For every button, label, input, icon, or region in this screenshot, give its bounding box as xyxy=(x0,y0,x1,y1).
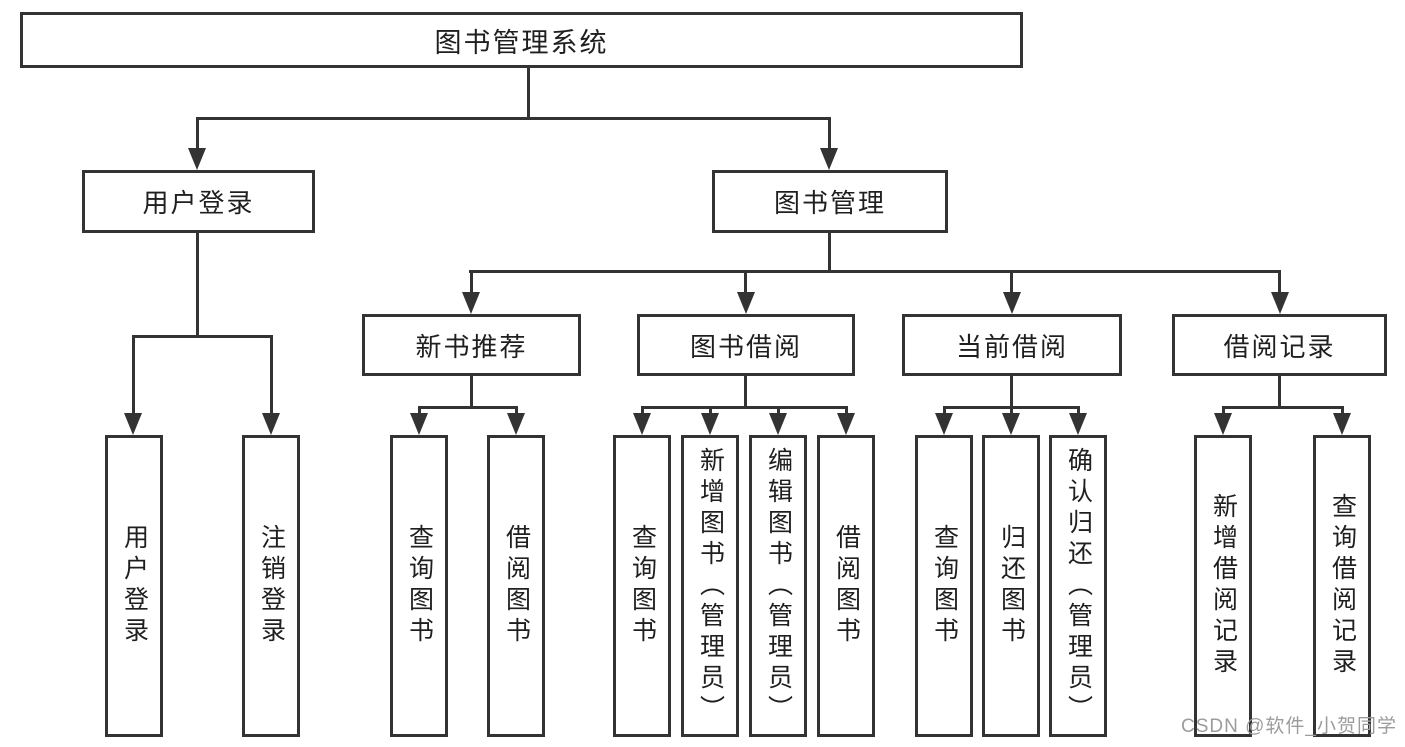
arrow-down-icon xyxy=(1333,413,1351,435)
connector-line xyxy=(1222,406,1225,414)
leaf-user-login: 用户登录 xyxy=(105,435,163,737)
leaf-label: 编辑图书（管理员） xyxy=(764,446,793,726)
leaf-label: 借阅图书 xyxy=(502,524,531,648)
connector-line xyxy=(1010,406,1013,414)
connector-line xyxy=(132,335,135,415)
connector-line xyxy=(1341,406,1344,414)
arrow-down-icon xyxy=(1002,413,1020,435)
leaf-label: 用户登录 xyxy=(120,524,149,648)
arrow-down-icon xyxy=(837,413,855,435)
arrow-down-icon xyxy=(1214,413,1232,435)
arrow-down-icon xyxy=(262,413,280,435)
module-book-borrow: 图书借阅 xyxy=(637,314,855,376)
connector-line xyxy=(1010,270,1013,295)
leaf-add-borrow-record: 新增借阅记录 xyxy=(1194,435,1252,737)
arrow-down-icon xyxy=(701,413,719,435)
arrow-down-icon xyxy=(1003,292,1021,314)
arrow-down-icon xyxy=(633,413,651,435)
leaf-add-book-admin: 新增图书（管理员） xyxy=(681,435,739,737)
watermark: CSDN @软件_小贺同学 xyxy=(1181,716,1397,737)
connector-line xyxy=(845,406,848,414)
arrow-down-icon xyxy=(124,413,142,435)
connector-line xyxy=(1077,406,1080,414)
arrow-down-icon xyxy=(188,148,206,170)
connector-line xyxy=(709,406,712,414)
connector-line xyxy=(1278,270,1281,295)
connector-line xyxy=(470,376,473,408)
arrow-down-icon xyxy=(820,148,838,170)
connector-line xyxy=(418,406,518,409)
connector-line xyxy=(132,335,273,338)
leaf-borrow-books-2: 借阅图书 xyxy=(817,435,875,737)
leaf-query-books: 查询图书 xyxy=(390,435,448,737)
arrow-down-icon xyxy=(507,413,525,435)
leaf-edit-book-admin: 编辑图书（管理员） xyxy=(749,435,807,737)
arrow-down-icon xyxy=(935,413,953,435)
arrow-down-icon xyxy=(410,413,428,435)
arrow-down-icon xyxy=(462,292,480,314)
leaf-label: 确认归还（管理员） xyxy=(1064,446,1093,726)
module-new-book-recommend: 新书推荐 xyxy=(362,314,581,376)
connector-line xyxy=(527,68,530,118)
connector-line xyxy=(196,233,199,335)
leaf-label: 新增图书（管理员） xyxy=(696,446,725,726)
node-user-login: 用户登录 xyxy=(82,170,315,233)
arrow-down-icon xyxy=(737,292,755,314)
connector-line xyxy=(828,117,831,150)
leaf-query-borrow-record: 查询借阅记录 xyxy=(1313,435,1371,737)
leaf-borrow-books: 借阅图书 xyxy=(487,435,545,737)
connector-line xyxy=(196,117,199,150)
arrow-down-icon xyxy=(1271,292,1289,314)
connector-line xyxy=(1010,376,1013,408)
connector-line xyxy=(470,270,473,295)
leaf-label: 新增借阅记录 xyxy=(1209,493,1238,679)
module-borrow-records: 借阅记录 xyxy=(1172,314,1387,376)
connector-line xyxy=(515,406,518,414)
leaf-label: 查询图书 xyxy=(628,524,657,648)
connector-line xyxy=(270,335,273,415)
leaf-label: 查询图书 xyxy=(930,524,959,648)
leaf-return-books: 归还图书 xyxy=(982,435,1040,737)
leaf-confirm-return-admin: 确认归还（管理员） xyxy=(1049,435,1107,737)
leaf-label: 借阅图书 xyxy=(832,524,861,648)
module-current-borrow: 当前借阅 xyxy=(902,314,1122,376)
connector-line xyxy=(1278,376,1281,408)
connector-line xyxy=(196,117,830,120)
connector-line xyxy=(744,270,747,295)
leaf-query-books-3: 查询图书 xyxy=(915,435,973,737)
connector-line xyxy=(777,406,780,414)
connector-line xyxy=(469,270,1281,273)
leaf-label: 查询图书 xyxy=(405,524,434,648)
leaf-label: 归还图书 xyxy=(997,524,1026,648)
node-root: 图书管理系统 xyxy=(20,12,1023,68)
connector-line xyxy=(943,406,946,414)
leaf-label: 注销登录 xyxy=(257,524,286,648)
arrow-down-icon xyxy=(769,413,787,435)
connector-line xyxy=(418,406,421,414)
node-book-management: 图书管理 xyxy=(712,170,948,233)
arrow-down-icon xyxy=(1069,413,1087,435)
connector-line xyxy=(828,233,831,272)
connector-line xyxy=(641,406,644,414)
connector-line xyxy=(641,406,848,409)
connector-line xyxy=(1222,406,1344,409)
leaf-logout: 注销登录 xyxy=(242,435,300,737)
leaf-query-books-2: 查询图书 xyxy=(613,435,671,737)
connector-line xyxy=(744,376,747,408)
leaf-label: 查询借阅记录 xyxy=(1328,493,1357,679)
